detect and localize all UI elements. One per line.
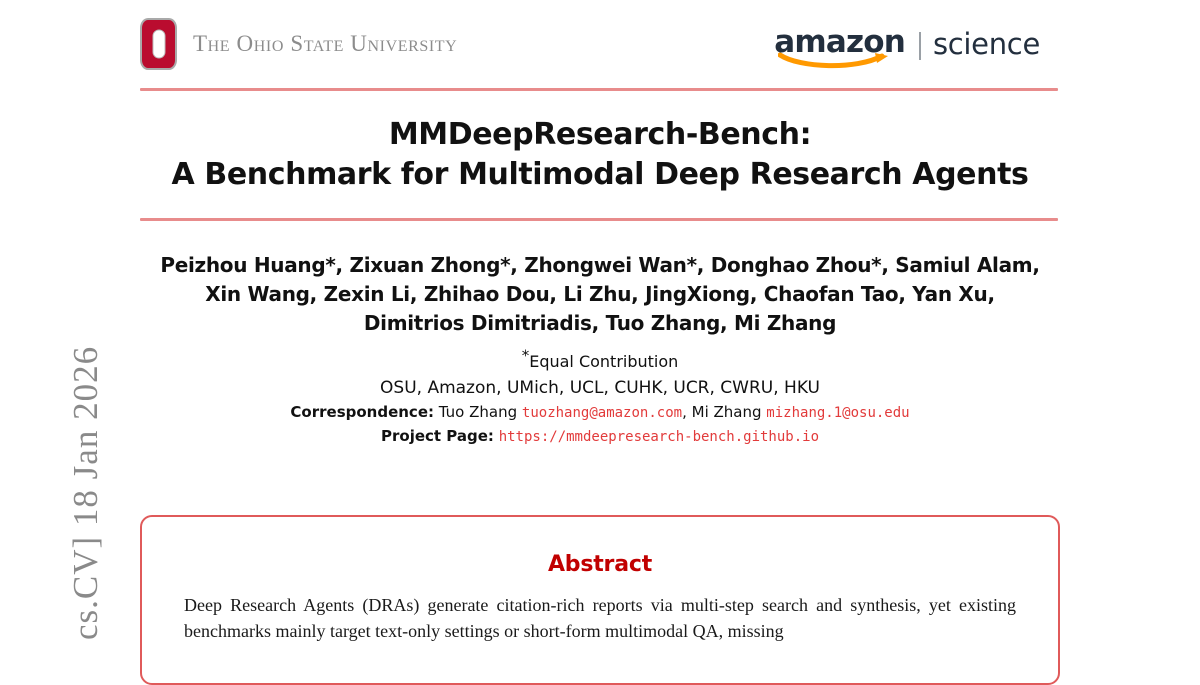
paper-metadata: *Equal Contribution OSU, Amazon, UMich, … [140, 346, 1060, 449]
equal-contribution-star: * [521, 346, 530, 365]
abstract-heading: Abstract [547, 552, 653, 577]
header-logos: The Ohio State University amazon science [140, 0, 1060, 78]
correspondence-email-1[interactable]: tuozhang@amazon.com [521, 405, 683, 422]
header-divider-rule [140, 88, 1058, 91]
equal-contribution-note: *Equal Contribution [140, 346, 1060, 375]
project-page-line: Project Page: https://mmdeepresearch-ben… [140, 425, 1060, 449]
title-divider-rule [140, 218, 1058, 222]
correspondence-line: Correspondence: Tuo Zhang tuozhang@amazo… [140, 401, 1060, 425]
abstract-box: Abstract Deep Research Agents (DRAs) gen… [140, 515, 1060, 685]
amazon-wordmark-text: amazon [774, 24, 906, 60]
arxiv-stamp: cs.CV] 18 Jan 2026 [0, 0, 110, 648]
paper-page: The Ohio State University amazon science… [140, 0, 1060, 685]
author-line-2: Xin Wang, Zexin Li, Zhihao Dou, Li Zhu, … [205, 282, 995, 307]
project-page-url[interactable]: https://mmdeepresearch-bench.github.io [498, 429, 819, 446]
abstract-body: Deep Research Agents (DRAs) generate cit… [184, 595, 1016, 641]
arxiv-stamp-text: cs.CV] 18 Jan 2026 [66, 345, 105, 640]
correspondence-name-2: Mi Zhang [691, 403, 762, 422]
author-list: Peizhou Huang*, Zixuan Zhong*, Zhongwei … [140, 251, 1060, 338]
osu-wordmark: The Ohio State University [193, 31, 458, 56]
correspondence-email-2[interactable]: mizhang.1@osu.edu [766, 405, 910, 422]
author-line-1: Peizhou Huang*, Zixuan Zhong*, Zhongwei … [160, 253, 1040, 278]
amazon-wordmark: amazon [774, 24, 906, 69]
osu-block-o-icon [140, 18, 177, 70]
amazon-science-logo: amazon science [774, 24, 1040, 69]
page-title: MMDeepResearch-Bench: A Benchmark for Mu… [140, 115, 1060, 194]
vertical-divider-icon [918, 32, 921, 60]
project-page-label: Project Page: [381, 427, 494, 446]
equal-contribution-label: Equal Contribution [529, 352, 679, 372]
correspondence-label: Correspondence: [290, 403, 434, 422]
author-line-3: Dimitrios Dimitriadis, Tuo Zhang, Mi Zha… [363, 311, 837, 336]
amazon-science-text: science [932, 27, 1040, 61]
affiliations-line: OSU, Amazon, UMich, UCL, CUHK, UCR, CWRU… [380, 377, 820, 398]
title-line-2: A Benchmark for Multimodal Deep Research… [171, 156, 1029, 192]
amazon-smile-arrow-icon [778, 52, 896, 69]
osu-logo: The Ohio State University [140, 18, 457, 70]
correspondence-name-1: Tuo Zhang [438, 403, 518, 422]
correspondence-separator: , [682, 403, 687, 422]
title-line-1: MMDeepResearch-Bench: [388, 117, 812, 152]
